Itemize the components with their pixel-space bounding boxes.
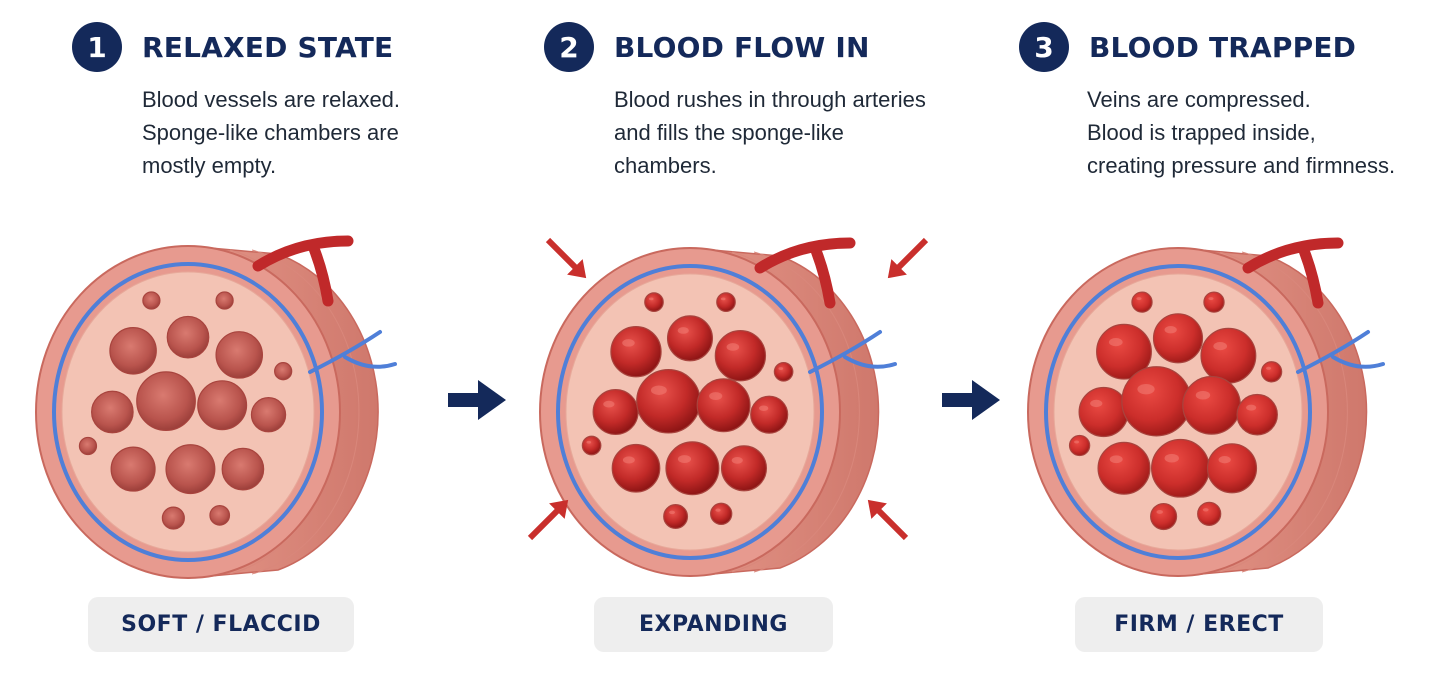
arrow-right-icon: [448, 380, 506, 420]
step-3-description-line: creating pressure and firmness.: [1087, 153, 1396, 178]
step-2-number-badge: 2: [544, 22, 594, 72]
step-2-header: 2 BLOOD FLOW IN: [544, 22, 870, 72]
step-1-description-line: mostly empty.: [142, 153, 277, 178]
step-2-description: Blood rushes in through arteries and fil…: [614, 83, 944, 182]
inward-arrow-icon: [887, 237, 929, 279]
step-3-title: BLOOD TRAPPED: [1089, 30, 1357, 64]
step-1-description-line: Blood vessels are relaxed.: [142, 87, 401, 112]
step-2-description-line: Blood rushes in through arteries: [614, 87, 926, 112]
step-1-cross-section: [35, 235, 397, 579]
arrow-right-icon: [942, 380, 1000, 420]
step-3-description-line: Blood is trapped inside,: [1087, 120, 1316, 145]
step-1-description-line: Sponge-like chambers are: [142, 120, 399, 145]
inward-arrow-icon: [527, 499, 569, 541]
step-1-header: 1 RELAXED STATE: [72, 22, 393, 72]
step-2-title: BLOOD FLOW IN: [614, 30, 870, 64]
step-2-cross-section: [539, 237, 897, 577]
step-2-description-line: and fills the sponge-like: [614, 120, 844, 145]
inward-arrow-icon: [867, 499, 909, 541]
step-3-description: Veins are compressed. Blood is trapped i…: [1087, 83, 1417, 182]
inward-arrow-icon: [545, 237, 587, 279]
step-1-number-badge: 1: [72, 22, 122, 72]
step-3-state-label: FIRM / ERECT: [1075, 597, 1323, 652]
step-1-state-label: SOFT / FLACCID: [88, 597, 354, 652]
step-3-cross-section: [1027, 237, 1385, 577]
step-1-description: Blood vessels are relaxed. Sponge-like c…: [142, 83, 472, 182]
step-2-description-line: chambers.: [614, 153, 717, 178]
step-1-title: RELAXED STATE: [142, 30, 394, 64]
step-3-header: 3 BLOOD TRAPPED: [1019, 22, 1356, 72]
step-3-description-line: Veins are compressed.: [1087, 87, 1311, 112]
step-2-state-label: EXPANDING: [594, 597, 833, 652]
step-3-number-badge: 3: [1019, 22, 1069, 72]
